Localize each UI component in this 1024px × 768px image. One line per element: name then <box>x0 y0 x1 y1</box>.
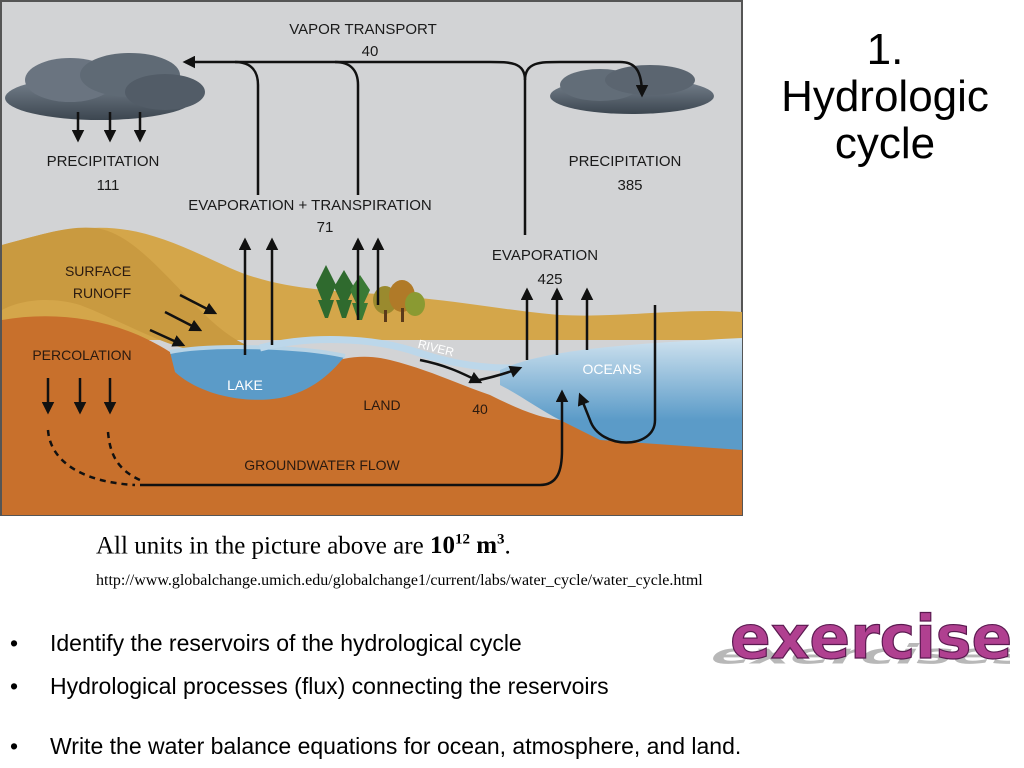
bullet-text: Hydrological processes (flux) connecting… <box>50 673 609 699</box>
cloud-ocean <box>550 65 714 114</box>
river-runoff-arrow <box>419 358 483 384</box>
groundwater-flow-arrow <box>140 389 569 487</box>
units-value: 1012 m3 <box>430 532 505 559</box>
groundwater-dashed-1 <box>46 429 136 487</box>
exercises-logo-shadow: exercises <box>703 639 1010 670</box>
evapotranspiration-arrows <box>238 237 385 355</box>
percolation-label: PERCOLATION <box>32 347 131 363</box>
bullet-text: Write the water balance equations for oc… <box>50 733 742 759</box>
vapor-transport-value: 40 <box>362 43 379 60</box>
exercises-logo: exercises exercises <box>703 602 1010 673</box>
land-label: LAND <box>363 397 400 413</box>
units-unit-exponent: 3 <box>497 532 505 548</box>
title-line-3: cycle <box>834 119 936 168</box>
title-line-1: 1. <box>866 25 904 74</box>
precip-ocean-value: 385 <box>617 177 642 194</box>
units-unit: m <box>469 532 498 560</box>
hydrologic-cycle-diagram: VAPOR TRANSPORT 40 PRECIPITATION 111 PRE… <box>0 0 743 516</box>
vapor-transport-arrow <box>523 60 649 235</box>
units-base: 10 <box>429 532 455 560</box>
river-to-ocean-arrow <box>469 365 523 384</box>
bullet-text: Identify the reservoirs of the hydrologi… <box>50 630 522 656</box>
vapor-branch-2 <box>334 60 360 195</box>
lake-water <box>170 346 345 400</box>
precip-land-value: 111 <box>97 177 120 194</box>
river-channel <box>259 336 511 372</box>
surface-runoff-label-1: SURFACE <box>65 263 131 279</box>
ocean-precip-loop <box>577 305 657 444</box>
vapor-transport-return <box>182 55 527 81</box>
units-note-prefix: All units in the picture above are <box>96 532 430 560</box>
precip-land-label: PRECIPITATION <box>47 153 160 170</box>
runoff-value: 40 <box>472 401 488 417</box>
exercises-logo-text: exercises <box>730 603 1010 673</box>
precip-ocean-label: PRECIPITATION <box>569 153 682 170</box>
units-exponent: 12 <box>454 532 470 548</box>
source-url: http://www.globalchange.umich.edu/global… <box>96 572 703 589</box>
evaporation-ocean-arrows <box>520 287 594 360</box>
vapor-transport-label: VAPOR TRANSPORT <box>289 21 437 38</box>
oceans-label: OCEANS <box>582 361 641 377</box>
surface-runoff-arrows <box>149 293 218 347</box>
groundwater-flow-label: GROUNDWATER FLOW <box>244 457 400 473</box>
vapor-branch-1 <box>234 60 260 195</box>
cloud-land <box>5 53 205 120</box>
title-line-2: Hydrologic <box>781 72 989 121</box>
units-note-suffix: . <box>504 532 511 560</box>
surface-runoff-label-2: RUNOFF <box>73 285 131 301</box>
units-note: All units in the picture above are 1012 … <box>96 532 511 560</box>
percolation-arrows <box>41 378 117 415</box>
groundwater-dashed-2 <box>106 431 141 482</box>
lake-surface <box>169 345 346 358</box>
evapotranspiration-value: 71 <box>317 219 334 236</box>
slide-title: 1. Hydrologic cycle <box>745 26 1024 167</box>
evaporation-ocean-value: 425 <box>537 271 562 288</box>
trees <box>316 265 425 322</box>
lake-label: LAKE <box>227 377 263 393</box>
evaporation-ocean-label: EVAPORATION <box>492 247 598 264</box>
evapotranspiration-label: EVAPORATION + TRANSPIRATION <box>188 197 432 214</box>
precip-land-arrows <box>71 112 147 143</box>
